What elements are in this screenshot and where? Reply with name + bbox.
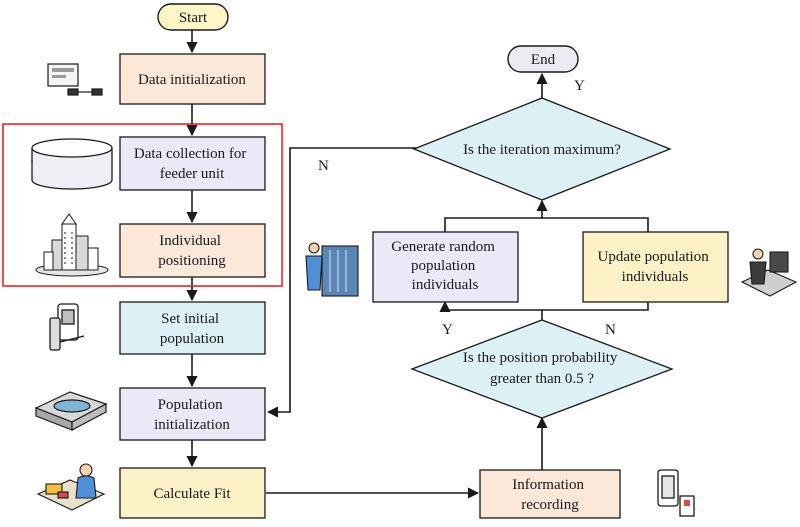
edge-probability-to-generate (439, 300, 543, 320)
set-initial-population-label: Set initial population (160, 311, 225, 347)
population-initialization-label: Population initialization (154, 397, 230, 433)
edge-iteration-no-loop (266, 147, 418, 418)
end-label: End (531, 52, 556, 68)
population-initialization-box: Population initialization (119, 387, 266, 441)
server-operator-icon (305, 242, 359, 297)
generate-random-box: Generate random population individuals (372, 231, 519, 303)
highlight-frame (2, 123, 283, 287)
edge-probability-to-update (542, 302, 649, 311)
update-population-box: Update population individuals (582, 231, 729, 303)
start-terminal: Start (157, 3, 229, 31)
individual-positioning-label: Individual positioning (158, 233, 226, 269)
data-initialization-label: Data initialization (138, 72, 246, 88)
generate-random-label: Generate random population individuals (391, 239, 498, 293)
hard-drive-tray-icon (34, 391, 108, 431)
database-drum-icon (31, 138, 113, 190)
information-recording-box: Information recording (479, 469, 621, 519)
calculate-fit-label: Calculate Fit (153, 486, 231, 502)
set-initial-population-box: Set initial population (119, 301, 266, 355)
update-population-label: Update population individuals (598, 249, 713, 285)
iteration-maximum-decision: Is the iteration maximum? (412, 97, 672, 201)
probability-yes-label: Y (442, 322, 453, 338)
iteration-yes-label: Y (574, 78, 585, 94)
individual-positioning-box: Individual positioning (119, 223, 266, 278)
end-terminal: End (507, 45, 579, 73)
desk-worker-icon (36, 463, 106, 511)
handheld-device-icon (49, 303, 85, 351)
probability-no-label: N (605, 322, 616, 338)
information-recording-label: Information recording (512, 477, 587, 513)
computer-user-icon (740, 248, 798, 297)
iteration-maximum-label: Is the iteration maximum? (463, 142, 621, 158)
data-collection-label: Data collection for feeder unit (134, 146, 250, 182)
data-initialization-box: Data initialization (119, 53, 266, 105)
position-probability-label: Is the position probability greater than… (463, 350, 621, 387)
mobile-phone-icon (657, 469, 695, 517)
edge-generate-to-merge (444, 217, 649, 232)
data-collection-box: Data collection for feeder unit (119, 136, 266, 191)
start-label: Start (179, 10, 208, 26)
city-buildings-icon (35, 213, 109, 277)
iteration-no-label: N (318, 158, 329, 174)
terminal-device-icon (47, 63, 103, 96)
position-probability-decision: Is the position probability greater than… (410, 319, 674, 419)
calculate-fit-box: Calculate Fit (119, 467, 266, 519)
connectors (186, 30, 649, 499)
